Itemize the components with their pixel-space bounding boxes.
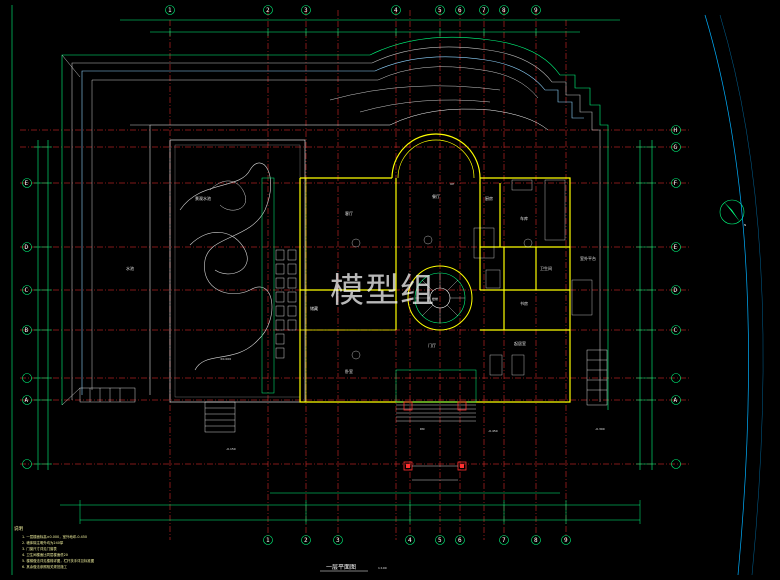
- row-axis-a: A: [25, 397, 29, 404]
- column-axis-8-bottom: 8: [534, 537, 538, 544]
- column-axis-1: 1: [168, 7, 172, 14]
- room-label-terrace: 室外平台: [580, 255, 596, 261]
- note-line: 4. 卫生间楼面比同层楼面低20: [22, 552, 68, 557]
- column-axis-1-bottom: 1: [266, 537, 270, 544]
- room-label-living: 客厅: [345, 210, 353, 216]
- level-annotations: ±0.000 -0.450 -0.300 -0.150 UP DN: [220, 182, 605, 451]
- room-label-bedroom: 卧室: [345, 368, 353, 374]
- row-axis-c: C: [25, 287, 29, 294]
- drawing-title-block: 一层平面图 1:100: [320, 564, 387, 572]
- row-axis-e: E: [25, 180, 29, 187]
- dimension-lines: [34, 19, 656, 524]
- room-label-hall: 门厅: [428, 342, 436, 348]
- row-axis-c-right: C: [674, 327, 678, 334]
- stair-down-mark: DN: [420, 427, 425, 431]
- level-mark: -0.450: [488, 429, 498, 433]
- column-axis-7: 7: [482, 7, 486, 14]
- note-line: 1. 一层楼面标高±0.000，室外地坪-0.450: [22, 534, 87, 539]
- note-line: 5. 楼梯做法详见楼梯详图，栏杆扶手详见标准图: [22, 558, 95, 563]
- column-axis-3-bottom: 3: [336, 537, 340, 544]
- entrance-porch: [79, 349, 608, 481]
- notes-heading: 说明: [14, 525, 23, 532]
- column-axis-9: 9: [534, 7, 538, 14]
- notes-block: 说明 1. 一层楼面标高±0.000，室外地坪-0.450 2. 墙体除注明外均…: [14, 525, 95, 569]
- column-axis-4-bottom: 4: [408, 537, 412, 544]
- note-line: 2. 墙体除注明外均为240厚: [22, 540, 64, 545]
- row-axis-d: D: [25, 244, 29, 251]
- room-label-store: 储藏: [310, 305, 318, 311]
- note-line: 3. 门窗尺寸详见门窗表: [22, 546, 57, 551]
- level-mark: ±0.000: [220, 357, 231, 361]
- column-axis-8: 8: [502, 7, 506, 14]
- axis-lines: [20, 10, 690, 540]
- column-axis-6: 6: [458, 7, 462, 14]
- column-axis-5: 5: [438, 7, 442, 14]
- spiral-stair: 楼梯: [407, 265, 473, 331]
- pool-label: 景观水池: [195, 195, 211, 201]
- watermark-text: 模型组: [330, 271, 435, 311]
- row-axis-bubbles: [22, 125, 681, 469]
- room-label-pool: 水池: [126, 265, 134, 271]
- note-line: 6. 其余做法参照相关规范施工: [22, 564, 68, 569]
- stair-label: 楼梯: [432, 296, 438, 301]
- site-outline: [61, 36, 609, 410]
- room-label-dining: 餐厅: [432, 193, 440, 199]
- fixtures: [351, 179, 593, 376]
- drawing-scale: 1:100: [378, 566, 387, 570]
- column-axis-3: 3: [304, 7, 308, 14]
- column-axis-labels: 1 2 3 4 5 6 7 8 9 1 2 3 4 5 6 7 8 9: [168, 7, 568, 544]
- north-arrow-icon: [724, 202, 740, 222]
- column-axis-9-bottom: 9: [564, 537, 568, 544]
- garden-area: 景观水池: [169, 139, 306, 403]
- column-axis-2: 2: [266, 7, 270, 14]
- stair-up-mark: UP: [450, 182, 454, 186]
- level-mark: -0.300: [595, 427, 605, 431]
- column-axis-bubbles: [165, 5, 571, 545]
- room-label-kitchen: 厨房: [485, 195, 493, 201]
- row-axis-f: F: [674, 180, 678, 187]
- row-axis-d-right: D: [674, 287, 678, 294]
- building-walls: [299, 133, 571, 403]
- row-axis-e-right: E: [674, 244, 678, 251]
- room-label-wc: 卫生间: [540, 265, 552, 271]
- row-axis-g: G: [674, 144, 678, 151]
- room-label-study: 书房: [520, 300, 528, 306]
- site-boundary-arc: [704, 14, 749, 576]
- row-axis-labels: E D C B A H G F E D C A: [25, 127, 678, 404]
- row-axis-a-right: A: [674, 397, 678, 404]
- column-axis-6-bottom: 6: [458, 537, 462, 544]
- column-axis-5-bottom: 5: [438, 537, 442, 544]
- drawing-title: 一层平面图: [326, 564, 356, 571]
- room-labels: 客厅 餐厅 厨房 卧室 书房 车库 起居室 门厅 卫生间 室外平台 水池 储藏: [126, 193, 596, 374]
- column-axis-7-bottom: 7: [502, 537, 506, 544]
- room-label-garage: 车库: [520, 215, 528, 221]
- north-label: N: [744, 223, 746, 227]
- level-mark: -0.150: [226, 447, 236, 451]
- row-axis-h: H: [674, 127, 678, 134]
- row-axis-b: B: [25, 327, 29, 334]
- column-axis-2-bottom: 2: [304, 537, 308, 544]
- room-label-lounge: 起居室: [514, 340, 526, 346]
- north-arrow: N: [719, 199, 746, 227]
- column-axis-4: 4: [394, 7, 398, 14]
- left-strip: [261, 177, 297, 394]
